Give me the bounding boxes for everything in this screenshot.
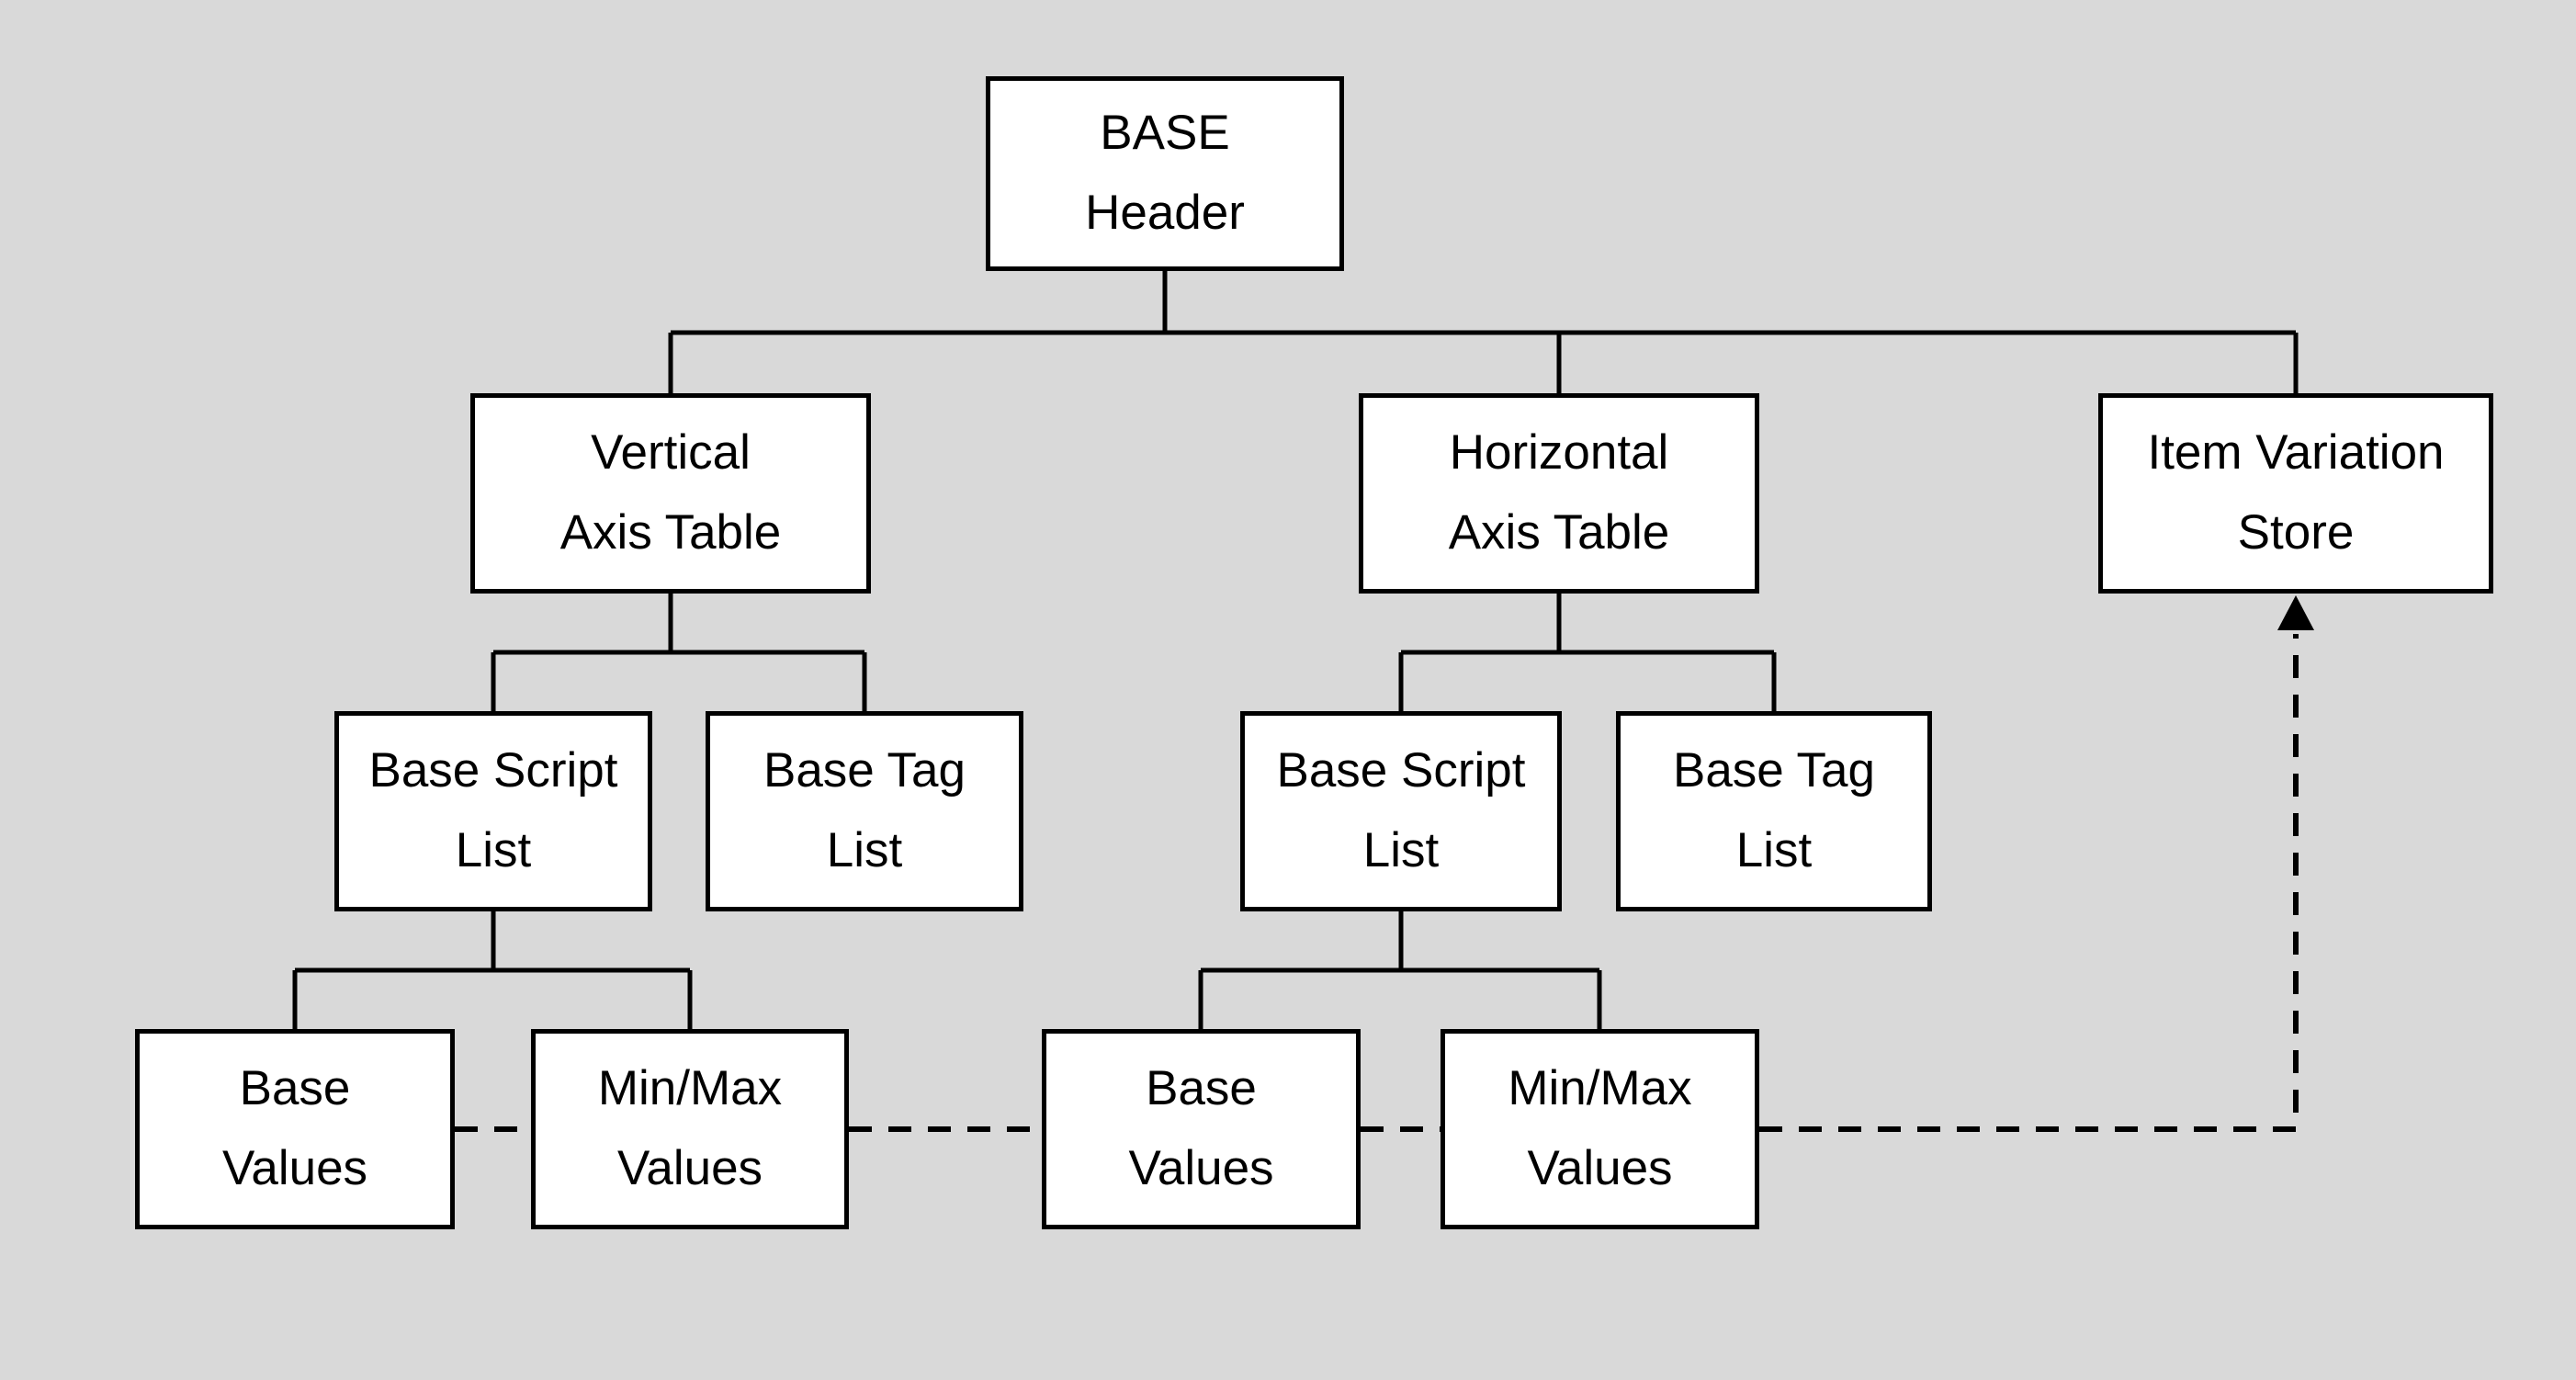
- node-label-line: Header: [1085, 186, 1245, 240]
- node-label-line: Vertical: [591, 425, 751, 481]
- node-label-line: Values: [221, 1141, 368, 1195]
- node-label-line: Axis Table: [1448, 505, 1670, 560]
- node-label-line: Base: [239, 1061, 351, 1116]
- connector-base-header-to-row2: [668, 271, 2299, 393]
- node-item-variation-store: Item Variation Store: [2098, 393, 2493, 594]
- node-label-line: Base Script: [1276, 743, 1526, 798]
- node-base-values-horizontal: Base Values: [1042, 1029, 1361, 1229]
- node-vertical-axis-table: Vertical Axis Table: [470, 393, 871, 594]
- node-label-line: Base Tag: [1672, 743, 1876, 798]
- node-base-script-list-horizontal: Base Script List: [1240, 711, 1562, 911]
- node-label-line: Values: [616, 1141, 763, 1195]
- node-horizontal-axis-table: Horizontal Axis Table: [1359, 393, 1759, 594]
- node-label-line: BASE: [1100, 106, 1230, 161]
- node-label-line: Base Tag: [763, 743, 966, 798]
- node-label-line: Min/Max: [597, 1061, 783, 1116]
- node-minmax-values-horizontal: Min/Max Values: [1441, 1029, 1759, 1229]
- node-base-tag-list-vertical: Base Tag List: [706, 711, 1023, 911]
- node-label-line: List: [826, 823, 903, 877]
- node-label-line: Item Variation: [2147, 425, 2445, 481]
- node-base-script-list-vertical: Base Script List: [334, 711, 652, 911]
- node-base-values-vertical: Base Values: [135, 1029, 455, 1229]
- arrow-up-head-icon: [2277, 595, 2314, 630]
- node-label-line: Base Script: [368, 743, 618, 798]
- dashed-link-to-item-variation-store: [1759, 634, 2299, 1132]
- node-base-tag-list-horizontal: Base Tag List: [1616, 711, 1932, 911]
- node-label-line: List: [1735, 823, 1813, 877]
- node-label-line: Base: [1146, 1061, 1257, 1116]
- connector-base-script-vertical-to-children: [292, 911, 693, 1029]
- node-label-line: Values: [1527, 1141, 1673, 1195]
- connector-base-script-horizontal-to-children: [1198, 911, 1602, 1029]
- connector-horizontal-axis-to-children: [1398, 594, 1777, 711]
- node-minmax-values-vertical: Min/Max Values: [531, 1029, 849, 1229]
- node-base-header: BASE Header: [986, 76, 1344, 271]
- node-label-line: List: [1362, 823, 1440, 877]
- node-label-line: Min/Max: [1508, 1061, 1692, 1116]
- node-label-line: Axis Table: [559, 505, 782, 560]
- node-label-line: Store: [2237, 505, 2355, 560]
- node-label-line: Horizontal: [1449, 425, 1669, 481]
- connector-vertical-axis-to-children: [491, 594, 867, 711]
- node-label-line: List: [455, 823, 532, 877]
- node-label-line: Values: [1128, 1141, 1274, 1195]
